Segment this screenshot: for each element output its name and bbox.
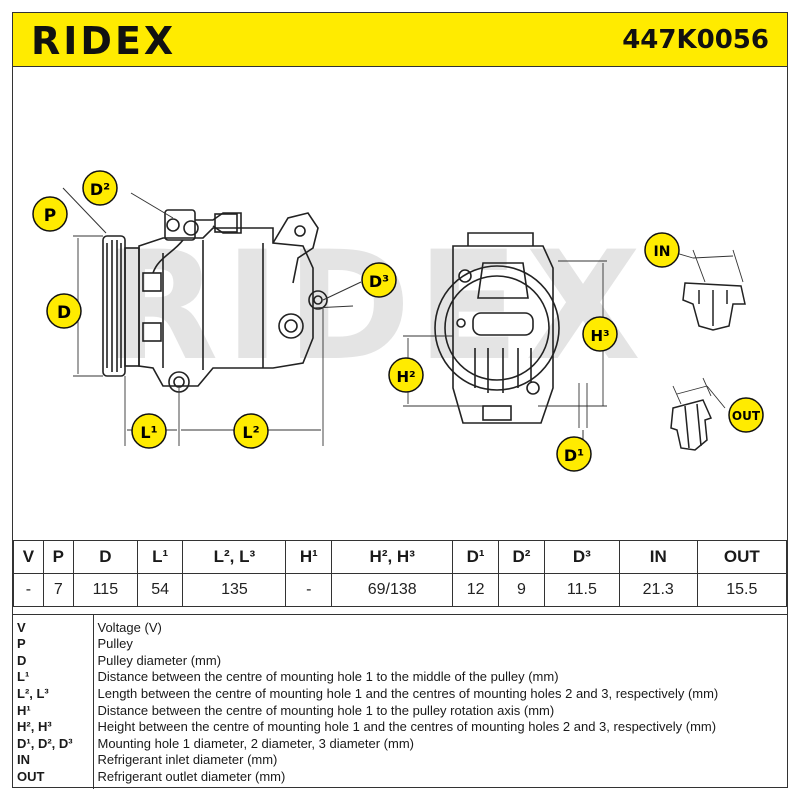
spec-header: H¹ xyxy=(285,540,333,574)
spec-value: 54 xyxy=(136,573,184,607)
spec-value: 12 xyxy=(452,573,500,607)
inlet-fitting xyxy=(682,282,746,331)
badge-d3: D³ xyxy=(361,262,397,298)
badge-l2: L² xyxy=(233,413,269,449)
legend-desc: Refrigerant inlet diameter (mm) xyxy=(97,752,278,768)
legend-desc: Distance between the centre of mounting … xyxy=(97,669,559,685)
specs-value-row: - 7 115 54 135 - 69/138 12 9 11.5 21.3 1… xyxy=(13,573,788,607)
svg-text:L²: L² xyxy=(242,423,259,442)
spec-value: - xyxy=(13,573,44,607)
svg-text:D¹: D¹ xyxy=(564,446,584,465)
badge-h2: H² xyxy=(388,357,424,393)
spec-value: 69/138 xyxy=(331,573,454,607)
spec-value: 115 xyxy=(72,573,138,607)
legend-desc: Refrigerant outlet diameter (mm) xyxy=(97,769,286,785)
spec-value: 9 xyxy=(498,573,545,607)
legend-desc: Distance between the centre of mounting … xyxy=(97,702,555,718)
legend-divider xyxy=(93,615,94,789)
legend-key: IN xyxy=(13,752,94,769)
watermark-text: RIDEX xyxy=(103,220,647,394)
badge-d: D xyxy=(46,293,82,329)
spec-header: V xyxy=(13,540,44,574)
svg-text:L¹: L¹ xyxy=(140,423,157,442)
legend-key: D xyxy=(13,652,94,670)
legend-desc: Mounting hole 1 diameter, 2 diameter, 3 … xyxy=(97,735,414,751)
spec-header: OUT xyxy=(696,540,788,574)
legend-key: H², H³ xyxy=(13,718,94,736)
svg-text:D²: D² xyxy=(90,180,110,199)
spec-header: D¹ xyxy=(452,540,500,574)
part-number: 447K0056 xyxy=(622,25,769,55)
specs-table: V P D L¹ L², L³ H¹ H², H³ D¹ D² D³ IN OU… xyxy=(13,540,788,607)
spec-value: 7 xyxy=(42,573,74,607)
spec-value: 135 xyxy=(182,573,287,607)
legend-key: L², L³ xyxy=(13,685,94,703)
legend-key: OUT xyxy=(13,768,94,786)
svg-text:H²: H² xyxy=(396,368,415,386)
spec-header: D xyxy=(72,540,138,574)
spec-value: 21.3 xyxy=(618,573,698,607)
spec-header: D² xyxy=(498,540,545,574)
legend-desc: Length between the centre of mounting ho… xyxy=(97,686,719,702)
badge-p: P xyxy=(32,196,68,232)
svg-text:IN: IN xyxy=(654,244,671,260)
svg-text:D³: D³ xyxy=(369,272,389,291)
svg-text:OUT: OUT xyxy=(732,409,761,423)
specs-header-row: V P D L¹ L², L³ H¹ H², H³ D¹ D² D³ IN OU… xyxy=(13,540,788,574)
svg-text:P: P xyxy=(44,206,56,226)
spec-value: - xyxy=(285,573,333,607)
spec-value: 15.5 xyxy=(696,573,788,607)
header-bar: RIDEX 447K0056 xyxy=(13,13,787,67)
legend-desc: Pulley xyxy=(97,636,133,652)
datasheet-page: RIDEX 447K0056 RIDEX xyxy=(12,12,788,789)
spec-header: L¹ xyxy=(136,540,184,574)
legend-key: P xyxy=(13,636,94,653)
spec-value: 11.5 xyxy=(543,573,620,607)
svg-text:H³: H³ xyxy=(590,327,609,345)
legend-key: D¹, D², D³ xyxy=(13,735,94,753)
legend-key: V xyxy=(13,617,94,636)
badge-d2: D² xyxy=(82,170,118,206)
badge-d1: D¹ xyxy=(556,436,592,472)
spec-header: P xyxy=(42,540,74,574)
legend-desc: Height between the centre of mounting ho… xyxy=(97,719,717,735)
legend-key: L¹ xyxy=(13,669,94,686)
compressor-front-view xyxy=(434,232,560,424)
outlet-fitting xyxy=(670,399,713,451)
legend-key: H¹ xyxy=(13,702,94,719)
svg-text:D: D xyxy=(57,303,71,323)
spec-header: IN xyxy=(618,540,698,574)
outlet-dimension xyxy=(672,377,726,409)
legend-section xyxy=(13,614,787,789)
badge-l1: L¹ xyxy=(131,413,167,449)
spec-header: L², L³ xyxy=(182,540,287,574)
badge-h3: H³ xyxy=(582,316,618,352)
badge-out: OUT xyxy=(728,397,764,433)
legend-desc: Pulley diameter (mm) xyxy=(97,652,222,668)
legend-desc: Voltage (V) xyxy=(97,620,162,635)
badge-in: IN xyxy=(644,232,680,268)
technical-drawing: RIDEX xyxy=(32,170,764,472)
spec-header: H², H³ xyxy=(331,540,454,574)
brand-logo: RIDEX xyxy=(31,19,177,63)
spec-header: D³ xyxy=(543,540,620,574)
